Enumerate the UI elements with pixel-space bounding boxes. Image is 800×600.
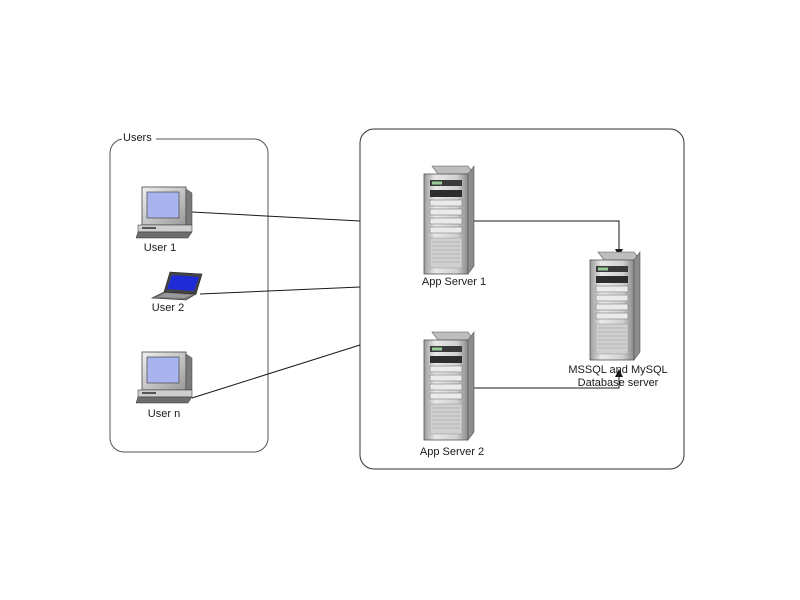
database-server-label-line2: Database server [577,377,659,389]
database-server-icon [589,251,641,361]
app-server-2-icon [423,331,475,441]
laptop-icon [151,271,203,301]
connector-user2 [199,286,361,295]
app-server-1-icon [423,165,475,275]
connector-app1-db [472,220,623,257]
app-server-2-label: App Server 2 [419,446,485,458]
users-group-title-bg [122,133,156,145]
app-server-1-label: App Server 1 [421,276,487,288]
user-1-label: User 1 [143,242,177,254]
connector-user1 [191,211,361,222]
connector-app2-db [474,369,623,389]
user-n-label: User n [147,408,181,420]
user-2-label: User 2 [151,302,185,314]
database-server-label-line1: MSSQL and MySQL [568,364,668,376]
desktop-computer-icon [135,351,193,404]
desktop-computer-icon [135,186,193,239]
servers-group-box [359,128,685,470]
users-group-box [109,138,269,453]
connector-usern [191,344,361,399]
users-group-title: Users [123,132,152,144]
